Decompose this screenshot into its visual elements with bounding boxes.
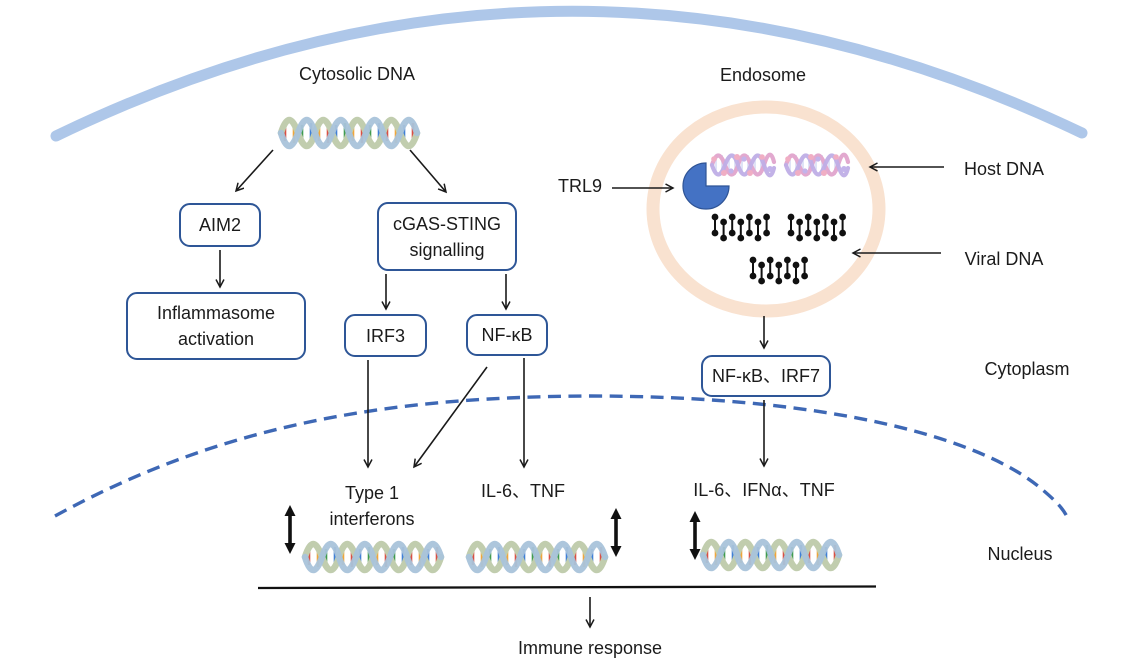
nucleus-dna-helix-icon — [703, 542, 839, 568]
endosome-label: Endosome — [719, 65, 807, 85]
cgas-sting-line2: signalling — [409, 239, 485, 260]
arrow-dna-to-cgas — [409, 149, 446, 192]
il6-ifna-tnf-label: IL-6、IFNα、TNF — [693, 480, 835, 500]
il6-tnf-label: IL-6、TNF — [480, 481, 566, 501]
cytosolic-dna-label: Cytosolic DNA — [298, 64, 416, 84]
trl9-label: TRL9 — [557, 176, 603, 196]
gene-baseline — [257, 585, 877, 590]
transcription-double-arrow-icon — [689, 511, 701, 560]
nfkb-irf7-box-label: NF-κB、IRF7 — [712, 366, 820, 386]
arrow-nfkb-to-type1-ifn — [414, 366, 488, 467]
pathway-arrows — [220, 149, 944, 627]
nfkb-box-label: NF-κB — [481, 325, 533, 345]
nucleus-dna-helix-icon — [305, 544, 441, 570]
nfkb-box: NF-κB — [466, 314, 548, 356]
type1-line1: Type 1 — [344, 483, 400, 503]
inflammasome-line2: activation — [177, 329, 255, 349]
nucleus-dna-helix-icon — [469, 544, 605, 570]
inflammasome-line1: Inflammasome — [156, 303, 276, 323]
nucleus-boundary-icon — [54, 394, 1070, 520]
endosome-vesicle-icon — [646, 100, 886, 318]
irf3-box: IRF3 — [344, 314, 427, 357]
aim2-box: AIM2 — [179, 203, 261, 247]
arrow-dna-to-aim2 — [236, 149, 274, 191]
cgas-sting-line1: cGAS-STING — [392, 213, 501, 234]
irf3-box-label: IRF3 — [365, 325, 405, 346]
cell-membrane-icon — [50, 5, 1088, 142]
type1-line2: interferons — [329, 509, 415, 529]
aim2-box-label: AIM2 — [198, 215, 241, 235]
host-dna-label: Host DNA — [963, 159, 1045, 179]
nfkb-irf7-box: NF-κB、IRF7 — [701, 355, 831, 397]
transcription-double-arrow-icon — [610, 508, 622, 557]
transcription-double-arrow-icon — [284, 505, 296, 554]
cgas-sting-box: cGAS-STING signalling — [377, 202, 517, 271]
nucleus-label: Nucleus — [987, 544, 1053, 564]
cytoplasm-label: Cytoplasm — [984, 359, 1070, 379]
viral-dna-label: Viral DNA — [964, 249, 1044, 269]
cytosolic-dna-helix-icon — [281, 120, 417, 146]
tlr9-receptor-icon — [682, 162, 730, 210]
inflammasome-box: Inflammasome activation — [126, 292, 306, 360]
type1-interferons-label: Type 1 interferons — [329, 480, 414, 532]
immune-response-label: Immune response — [517, 638, 663, 658]
